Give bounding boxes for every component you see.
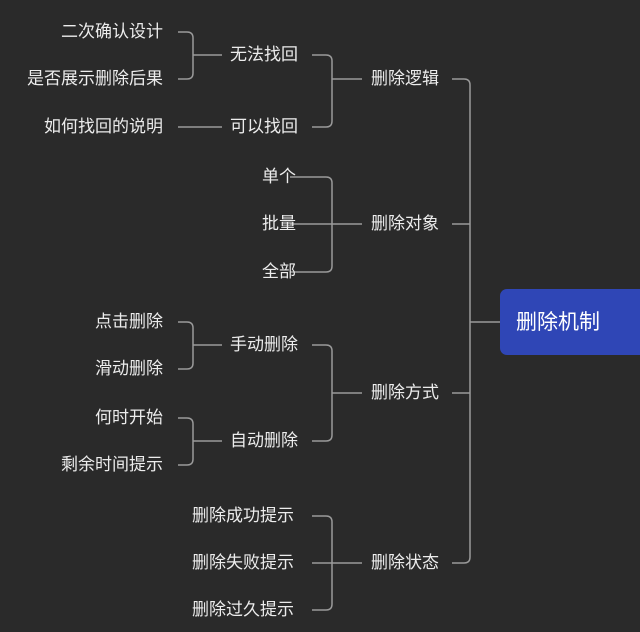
edge-delete-object [290,176,362,273]
node-delete-too-long[interactable]: 删除过久提示 [192,600,294,620]
edge-auto-delete [178,417,222,466]
leaf-remaining-time[interactable]: 剩余时间提示 [61,455,163,475]
leaf-show-consequence[interactable]: 是否展示删除后果 [27,69,163,89]
leaf-second-confirm[interactable]: 二次确认设计 [61,22,163,42]
branch-delete-status[interactable]: 删除状态 [371,553,439,573]
root-node[interactable]: 删除机制 [500,289,640,355]
edge-unrecoverable [178,31,222,80]
branch-delete-object[interactable]: 删除对象 [371,214,439,234]
node-single[interactable]: 单个 [262,167,296,187]
node-auto-delete[interactable]: 自动删除 [230,431,298,451]
node-manual-delete[interactable]: 手动删除 [230,335,298,355]
node-delete-failure[interactable]: 删除失败提示 [192,553,294,573]
edge-delete-status [312,515,362,611]
node-recoverable[interactable]: 可以找回 [230,117,298,137]
leaf-swipe-delete[interactable]: 滑动删除 [95,359,163,379]
edge-delete-method [312,344,362,442]
node-all[interactable]: 全部 [262,262,296,282]
edge-root [452,78,500,564]
node-unrecoverable[interactable]: 无法找回 [230,45,298,65]
branch-delete-logic[interactable]: 删除逻辑 [371,69,439,89]
leaf-click-delete[interactable]: 点击删除 [95,312,163,332]
node-delete-success[interactable]: 删除成功提示 [192,506,294,526]
leaf-when-start[interactable]: 何时开始 [95,408,163,428]
edge-manual-delete [178,321,222,370]
edge-delete-logic [312,54,362,128]
node-batch[interactable]: 批量 [262,214,296,234]
branch-delete-method[interactable]: 删除方式 [371,383,439,403]
leaf-recover-instruction[interactable]: 如何找回的说明 [44,117,163,137]
